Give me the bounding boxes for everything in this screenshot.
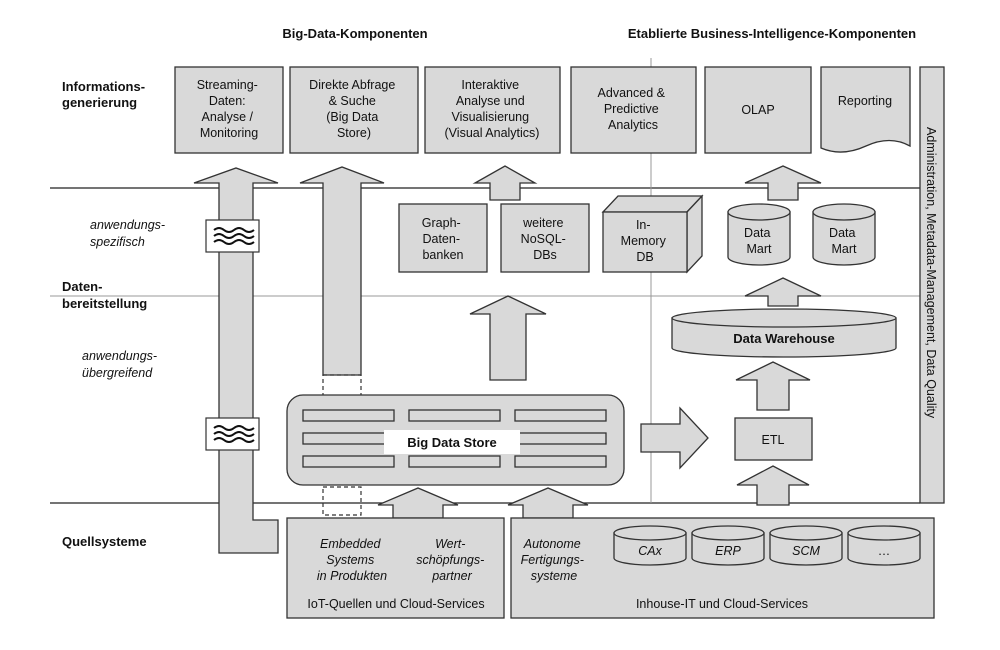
- big-data-store: Big Data Store: [286, 394, 625, 486]
- svg-text:Direkte Abfrage & Suche: Direkte Abfrage & Suche (Big Data Store): [309, 78, 399, 140]
- admin-bar: Administration, Metadata-Management, Dat…: [919, 66, 945, 504]
- erp-cylinder: ERP: [691, 525, 765, 566]
- svg-text:weitere NoSQL- DBs: weitere NoSQL- DBs: [521, 216, 570, 262]
- svg-text:Embedded Systems i: Embedded Systems in Produkten: [317, 537, 387, 583]
- box-in-memory-db: In- Memory DB: [601, 194, 704, 274]
- box-direkte-abfrage: Direkte Abfrage & Suche (Big Data Store): [289, 66, 419, 154]
- svg-text:Data Warehouse: Data Warehouse: [733, 331, 834, 346]
- svg-text:SCM: SCM: [792, 544, 820, 558]
- svg-text:Interaktive Analyse und: Interaktive Analyse und Visualisierung (…: [445, 78, 540, 140]
- box-interaktive-analyse: Interaktive Analyse und Visualisierung (…: [424, 66, 561, 154]
- arrow-to-data-mart: [744, 277, 822, 307]
- svg-text:Graph- Daten- bank: Graph- Daten- banken: [422, 216, 464, 262]
- svg-text:Inhouse-IT und Cloud-Services: Inhouse-IT und Cloud-Services: [636, 597, 808, 611]
- arrow-to-interaktive: [472, 165, 538, 201]
- svg-text:ERP: ERP: [715, 544, 741, 558]
- data-mart-2: Data Mart: [812, 203, 876, 266]
- svg-text:IoT-Quellen und Cloud-Services: IoT-Quellen und Cloud-Services: [307, 597, 484, 611]
- data-mart-1: Data Mart: [727, 203, 791, 266]
- box-reporting: Reporting: [820, 66, 911, 153]
- svg-text:Big Data Store: Big Data Store: [407, 435, 497, 450]
- svg-text:Streaming- Daten:: Streaming- Daten: Analyse / Monitoring: [197, 78, 262, 140]
- svg-text:Data Mart: Data Mart: [829, 226, 859, 256]
- box-streaming: Streaming- Daten: Analyse / Monitoring: [174, 66, 284, 154]
- row-label-datenbereitstellung: Daten- bereitstellung: [62, 279, 147, 311]
- svg-text:Administration, Metadata-Manag: Administration, Metadata-Management, Dat…: [924, 127, 938, 419]
- data-warehouse: Data Warehouse: [671, 308, 897, 358]
- arrow-iot-to-big-data: [377, 487, 459, 519]
- arrow-to-nosql: [469, 295, 547, 381]
- arrow-to-olap: [744, 165, 822, 201]
- row-label-informationsgenerierung: Informations- generierung: [62, 79, 149, 110]
- svg-text:Autonome Fertigungs-: Autonome Fertigungs- systeme: [521, 537, 588, 583]
- arrow-big-data-to-etl: [640, 406, 709, 470]
- more-cylinder: …: [847, 525, 921, 566]
- arrow-inhouse-to-big-data: [507, 487, 589, 519]
- row-label-quellsysteme: Quellsysteme: [62, 534, 147, 549]
- svg-text:Reporting: Reporting: [838, 94, 892, 108]
- row-label-anwendungsspezifisch: anwendungs- spezifisch: [90, 218, 169, 249]
- box-olap: OLAP: [704, 66, 812, 154]
- streaming-wave-icon-bottom: [205, 417, 260, 451]
- svg-text:OLAP: OLAP: [741, 103, 774, 117]
- row-label-anwendungsuebergreifend: anwendungs- übergreifend: [82, 349, 161, 380]
- direkte-abfrage-arrow: [299, 166, 385, 376]
- svg-text:ETL: ETL: [762, 433, 785, 447]
- box-advanced-analytics: Advanced & Predictive Analytics: [570, 66, 697, 154]
- streaming-arrow: [193, 167, 279, 554]
- svg-text:Wert- schöpfungs-: Wert- schöpfungs- partner: [416, 537, 488, 583]
- streaming-wave-icon-top: [205, 219, 260, 253]
- box-nosql: weitere NoSQL- DBs: [500, 203, 590, 273]
- direkte-abfrage-dashed-lower: [322, 486, 362, 516]
- box-graph-datenbanken: Graph- Daten- banken: [398, 203, 488, 273]
- svg-text:Advanced & Predictive: Advanced & Predictive Analytics: [598, 86, 669, 132]
- svg-text:Data Mart: Data Mart: [744, 226, 774, 256]
- direkte-abfrage-dashed-upper: [322, 374, 362, 398]
- box-etl: ETL: [734, 417, 813, 461]
- inhouse-sources-box: Autonome Fertigungs- systeme CAx ERP SCM…: [510, 517, 935, 619]
- iot-sources-box: Embedded Systems in Produkten Wert- schö…: [286, 517, 505, 619]
- svg-text:CAx: CAx: [638, 544, 662, 558]
- svg-text:In- Memory DB: In- Memory DB: [621, 218, 670, 264]
- arrow-etl-to-dwh: [735, 361, 811, 411]
- svg-text:…: …: [878, 544, 891, 558]
- arrow-to-etl: [736, 465, 810, 506]
- cax-cylinder: CAx: [613, 525, 687, 566]
- big-data-store-stacks: [302, 409, 607, 468]
- scm-cylinder: SCM: [769, 525, 843, 566]
- heading-big-data: Big-Data-Komponenten: [282, 26, 427, 41]
- heading-bi: Etablierte Business-Intelligence-Kompone…: [628, 26, 916, 41]
